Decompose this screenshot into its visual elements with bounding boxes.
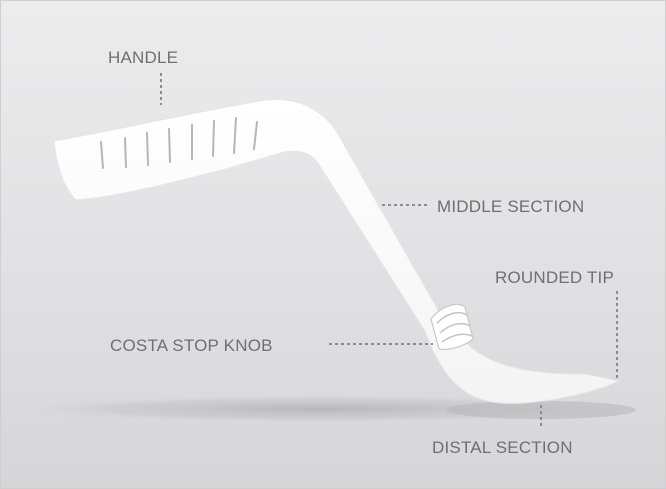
distal-section-label: DISTAL SECTION [432, 438, 573, 457]
instrument-body [54, 100, 619, 404]
rounded-tip-label: ROUNDED TIP [495, 268, 614, 287]
costa-stop-knob-label: COSTA STOP KNOB [110, 336, 273, 355]
tip-shadow [446, 401, 636, 419]
middle-section-label: MIDDLE SECTION [437, 197, 584, 216]
handle-label: HANDLE [108, 48, 178, 67]
